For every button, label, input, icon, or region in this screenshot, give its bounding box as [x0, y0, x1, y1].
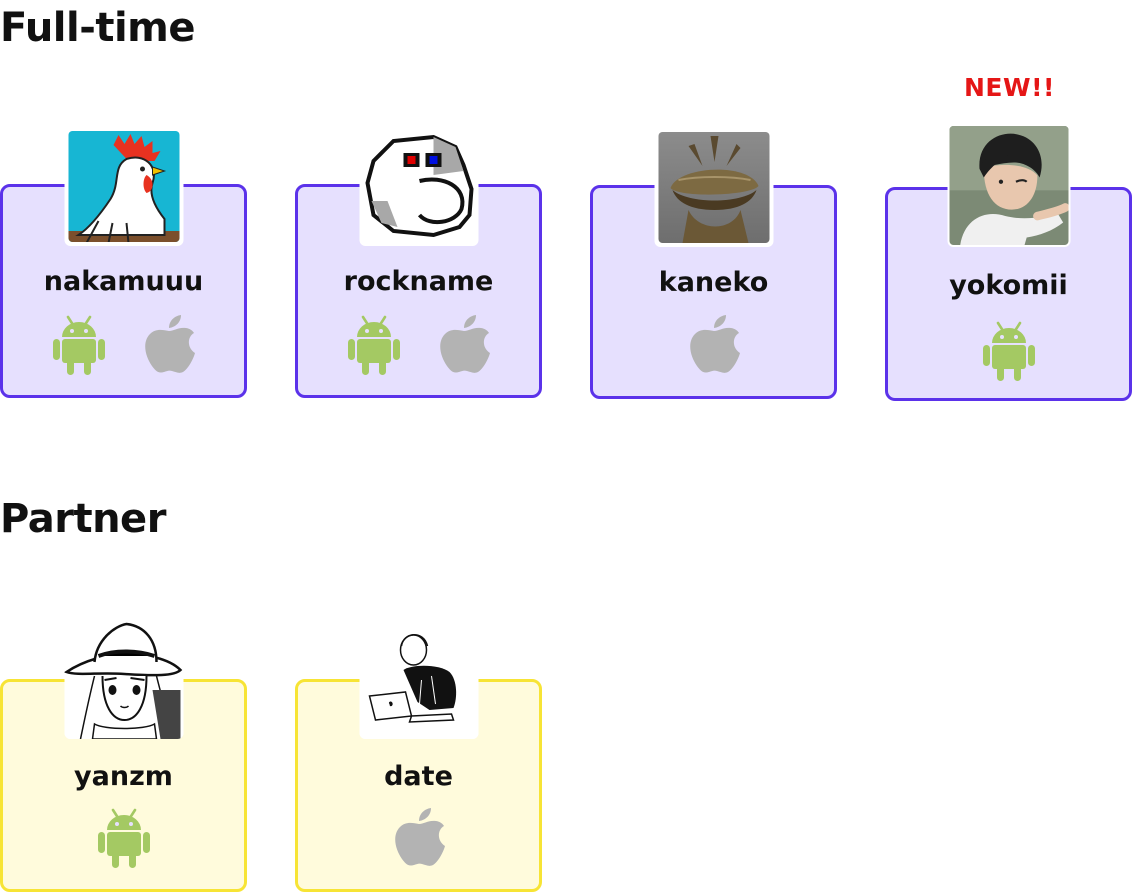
laptop-sketch-avatar — [359, 620, 478, 739]
member-card-date[interactable]: date — [295, 620, 542, 892]
member-name: date — [384, 761, 453, 792]
member-card-kaneko[interactable]: kaneko — [590, 128, 837, 399]
section-title-partner: Partner — [0, 496, 166, 542]
new-badge: NEW!! — [964, 73, 1055, 102]
apple-icon — [143, 315, 195, 375]
member-name: yanzm — [74, 761, 173, 792]
android-icon — [98, 808, 150, 868]
member-card-yanzm[interactable]: yanzm — [0, 620, 247, 892]
apple-icon — [393, 808, 445, 868]
person-pointing-avatar — [947, 124, 1070, 247]
pixel-robot-avatar — [359, 127, 478, 246]
android-icon — [53, 315, 105, 375]
apple-icon — [688, 315, 740, 375]
apple-icon — [438, 315, 490, 375]
manga-girl-avatar — [64, 620, 183, 739]
member-card-yokomii[interactable]: yokomii — [885, 124, 1132, 401]
member-name: kaneko — [658, 267, 769, 298]
member-name: yokomii — [949, 270, 1068, 301]
android-icon — [348, 315, 400, 375]
android-icon — [983, 321, 1035, 381]
member-card-nakamuuu[interactable]: nakamuuu — [0, 127, 247, 398]
rooster-avatar — [64, 127, 183, 246]
member-card-rockname[interactable]: rockname — [295, 127, 542, 398]
member-name: rockname — [343, 266, 494, 297]
monster-figure-avatar — [654, 128, 773, 247]
member-name: nakamuuu — [43, 266, 204, 297]
section-title-full-time: Full-time — [0, 5, 195, 51]
